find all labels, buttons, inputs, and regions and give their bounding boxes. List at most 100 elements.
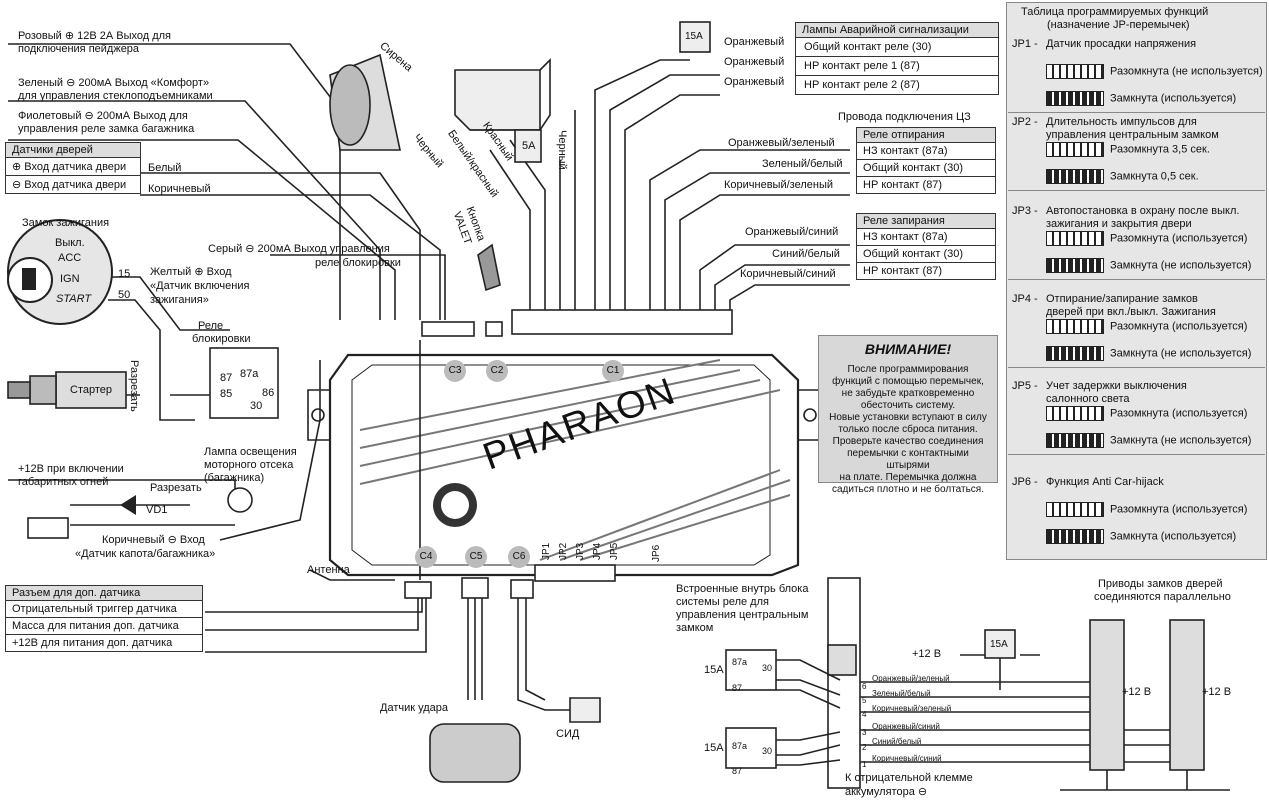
jp-divider: [1008, 112, 1265, 113]
inner-relay1-30: 30: [762, 663, 773, 673]
jp6-closed-row: Замкнута (используется): [1046, 529, 1236, 544]
jp2-desc2: управления центральным замком: [1046, 129, 1219, 141]
jp4-desc: Отпирание/запирание замков: [1046, 293, 1198, 305]
lock-relay-title: Реле запирания: [857, 214, 995, 228]
br-pin-4: 4: [862, 710, 867, 719]
hazard-row-no1: НР контакт реле 1 (87): [796, 56, 998, 75]
jumper-open-icon: [1046, 142, 1104, 157]
jumper-open-icon: [1046, 502, 1104, 517]
jp1-desc: Датчик просадки напряжения: [1046, 38, 1197, 50]
br-pin-2: 2: [862, 743, 867, 752]
jp-table-title-2: (назначение JP-перемычек): [1047, 19, 1190, 31]
battery-neg-label-2: аккумулятора ⊖: [845, 786, 928, 798]
unlock-wire-3: Коричневый/зеленый: [724, 179, 833, 191]
br-wire-1: Оранжевый/зеленый: [872, 674, 950, 683]
jp4-open-text: Разомкнута (используется): [1110, 320, 1248, 333]
yellow-wire-label: Желтый ⊕ Вход: [150, 266, 232, 278]
lock-wire-3: Коричневый/синий: [740, 268, 836, 280]
jp6-open-row: Разомкнута (используется): [1046, 502, 1247, 517]
br-pin-6: 6: [862, 682, 867, 691]
violet-wire-label: Фиолетовый ⊖ 200мА Выход для: [18, 110, 188, 122]
jumper-open-icon: [1046, 406, 1104, 421]
jp5-desc2: салонного света: [1046, 393, 1130, 405]
inner-relays-label-4: замком: [676, 622, 714, 634]
jp4-label: JP4: [592, 542, 603, 560]
ignition-pos-start: START: [56, 293, 92, 305]
actuator1-plus12: +12 В: [1122, 686, 1152, 698]
hazard-row-no2: НР контакт реле 2 (87): [796, 75, 998, 94]
inner-relay2-87: 87: [732, 766, 743, 776]
ignition-pos-off: Выкл.: [55, 237, 85, 249]
lock-wire-1: Оранжевый/синий: [745, 226, 839, 238]
pin-50: 50: [118, 289, 131, 301]
jp5-closed-text: Замкнута (не используется): [1110, 434, 1252, 447]
jp-divider: [1008, 279, 1265, 280]
warning-panel: ВНИМАНИЕ! После программирования функций…: [818, 335, 998, 495]
jp2-closed-text: Замкнута 0,5 сек.: [1110, 170, 1199, 183]
actuator2-plus12: +12 В: [1202, 686, 1232, 698]
white-wire-label: Белый: [148, 162, 182, 174]
jp5-closed-row: Замкнута (не используется): [1046, 433, 1251, 448]
actuators-label-2: соединяются параллельно: [1094, 591, 1231, 603]
green-wire-desc: для управления стеклоподъемниками: [18, 90, 213, 102]
br-wire-5: Синий/белый: [872, 737, 922, 746]
connector-c6: C6: [508, 546, 530, 568]
jp6-name: JP6 -: [1012, 476, 1038, 488]
inner-relays-label-3: управления центральным: [676, 609, 809, 621]
jp-divider: [1008, 454, 1265, 455]
starter-label: Стартер: [70, 384, 113, 396]
grey-wire-label: Серый ⊖ 200мА Выход управления: [208, 243, 390, 255]
green-wire-label: Зеленый ⊖ 200мА Выход «Комфорт»: [18, 77, 210, 89]
unlock-common: Общий контакт (30): [857, 159, 995, 176]
relay-cut-label: Разрезать: [128, 360, 140, 412]
jp4-open-row: Разомкнута (используется): [1046, 319, 1247, 334]
relay-pin-86: 86: [262, 387, 275, 399]
plus12-label: +12 В: [912, 648, 942, 660]
jp5-desc: Учет задержки выключения: [1046, 380, 1187, 392]
brown-hood-desc: «Датчик капота/багажника»: [75, 548, 216, 560]
jp6-label: JP6: [651, 544, 662, 562]
jp2-desc: Длительность импульсов для: [1046, 116, 1197, 128]
diode-label: VD1: [146, 504, 168, 516]
hazard-box: Лампы Аварийной сигнализации Общий конта…: [795, 22, 999, 95]
unlock-relay-title: Реле отпирания: [857, 128, 995, 142]
lamp-label-1: Лампа освещения: [204, 446, 297, 458]
jp4-desc2: дверей при вкл./выкл. Зажигания: [1046, 306, 1216, 318]
relay-pin-85: 85: [220, 388, 233, 400]
aux-ground-row: Масса для питания доп. датчика: [6, 617, 202, 634]
door-sensors-title: Датчики дверей: [6, 143, 140, 157]
br-pin-1: 1: [862, 760, 867, 769]
yellow-wire-desc2: зажигания»: [150, 294, 209, 306]
jp2-label: JP2: [558, 542, 569, 560]
lamp-label-2: моторного отсека: [204, 459, 294, 471]
door-sensors-box: Датчики дверей ⊕ Вход датчика двери ⊖ Вх…: [5, 142, 141, 194]
unlock-wire-2: Зеленый/белый: [762, 158, 843, 170]
shock-sensor-label: Датчик удара: [380, 702, 449, 714]
black-wire-label: Черный: [556, 130, 568, 170]
jp2-name: JP2 -: [1012, 116, 1038, 128]
aux-trigger-row: Отрицательный триггер датчика: [6, 600, 202, 617]
warning-line: функций с помощью перемычек,: [832, 376, 984, 387]
jp3-open-row: Разомкнута (используется): [1046, 231, 1247, 246]
brown-wire-label: Коричневый: [148, 183, 211, 195]
unlock-wire-1: Оранжевый/зеленый: [728, 137, 835, 149]
jp5-name: JP5 -: [1012, 380, 1038, 392]
warning-line: Проверьте качество соединения: [832, 436, 984, 447]
relay-title-2: блокировки: [192, 333, 251, 345]
jp3-label: JP3: [575, 542, 586, 560]
lock-no: НР контакт (87): [857, 262, 995, 279]
br-pin-5: 5: [862, 696, 867, 705]
connector-c2: C2: [486, 360, 508, 382]
relay-pin-87a: 87a: [240, 368, 259, 380]
yellow-wire-desc1: «Датчик включения: [150, 280, 250, 292]
jp2-open-text: Разомкнута 3,5 сек.: [1110, 143, 1210, 156]
lamp-cut-label: Разрезать: [150, 482, 202, 494]
jumper-closed-icon: [1046, 433, 1104, 448]
br-pin-3: 3: [862, 728, 867, 737]
hazard-title: Лампы Аварийной сигнализации: [796, 23, 998, 37]
unlock-relay-box: Реле отпирания НЗ контакт (87а) Общий ко…: [856, 127, 996, 194]
ignition-pos-ign: IGN: [60, 273, 80, 285]
battery-neg-label-1: К отрицательной клемме: [845, 772, 973, 784]
unlock-no: НР контакт (87): [857, 176, 995, 193]
br-wire-6: Коричневый/синий: [872, 754, 942, 763]
